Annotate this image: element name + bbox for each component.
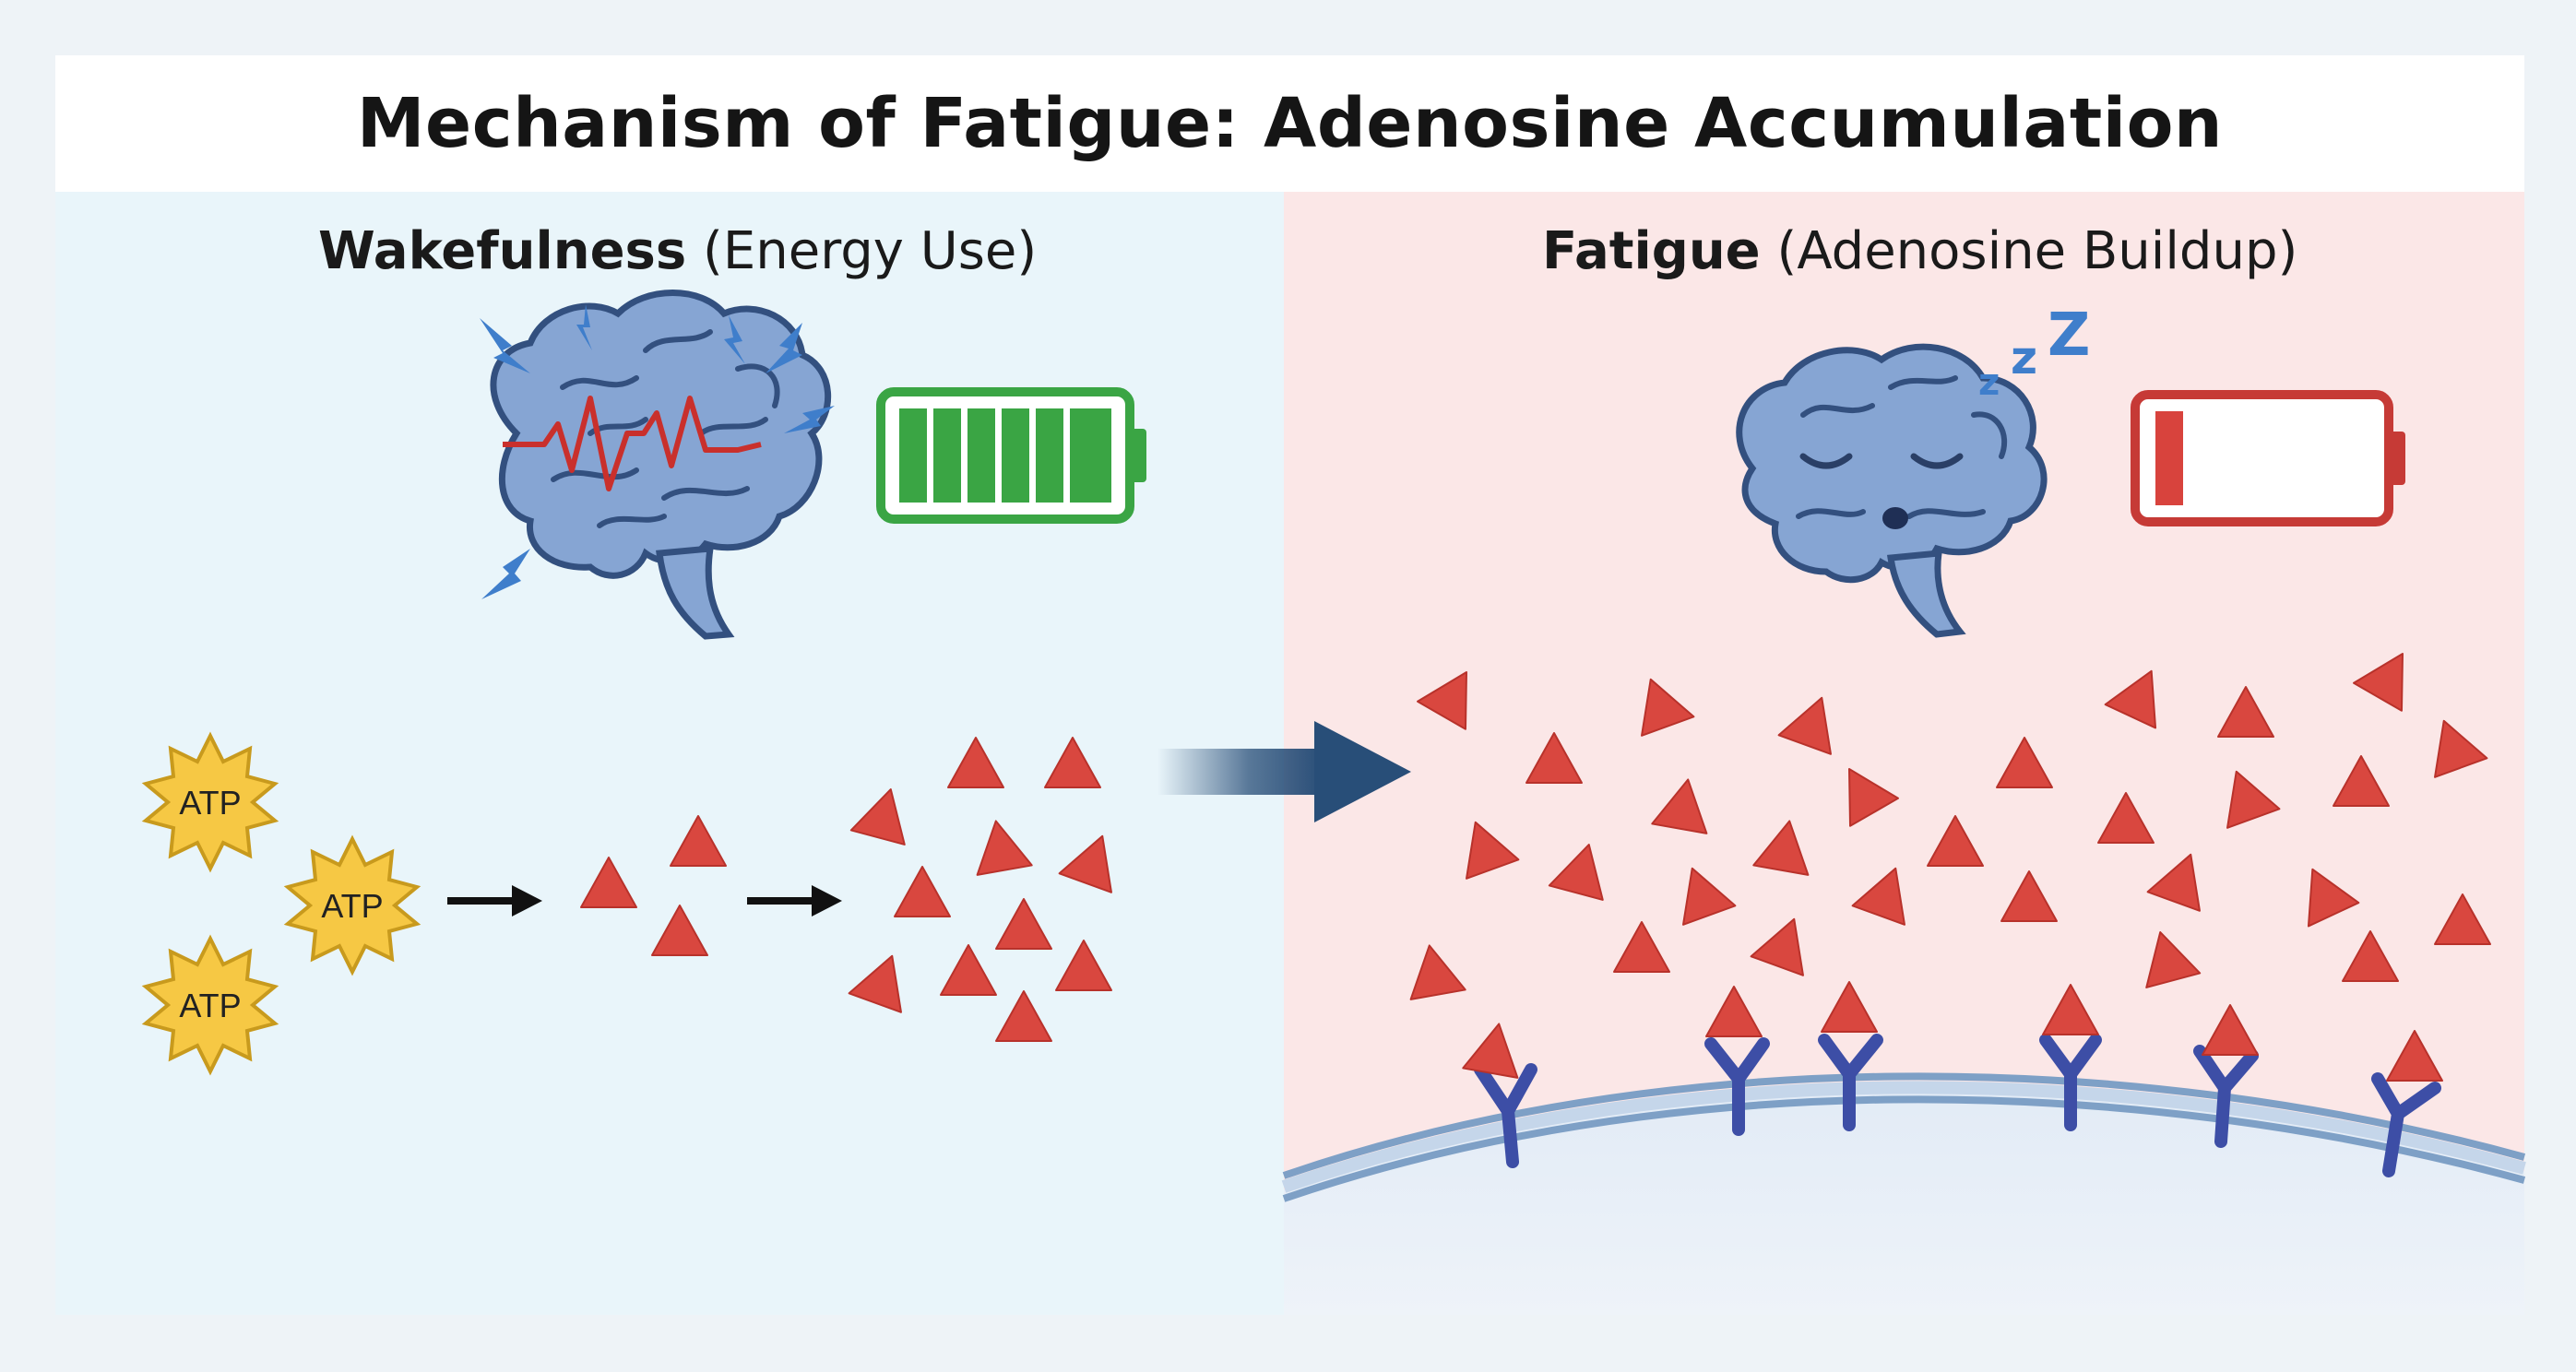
battery-low-icon <box>2131 390 2405 526</box>
receptor-icon <box>1704 1037 1770 1136</box>
cell-membrane <box>1281 1072 2526 1315</box>
adenosine-triangle-icon <box>1651 778 1708 834</box>
battery-full-icon <box>876 387 1146 524</box>
receptor-icon <box>1818 1034 1883 1131</box>
step-arrow-icon <box>747 885 842 917</box>
receptor-icon <box>2039 1034 2102 1131</box>
wakefulness-heading-rest: (Energy Use) <box>686 221 1038 281</box>
adenosine-triangle-icon <box>1548 844 1604 901</box>
adenosine-triangle-icon <box>1641 678 1695 737</box>
atp-label: ATP <box>179 987 241 1024</box>
adenosine-triangle-icon <box>1417 671 1467 730</box>
adenosine-triangle-icon <box>1055 940 1112 991</box>
receptor-icon <box>1474 1063 1537 1168</box>
adenosine-triangle-icon <box>894 866 951 917</box>
adenosine-triangle-icon <box>2386 1030 2443 1082</box>
adenosine-triangle-icon <box>1044 737 1101 788</box>
adenosine-triangle-icon <box>2434 893 2491 945</box>
adenosine-triangle-icon <box>2104 669 2157 729</box>
sleep-z-large: Z <box>2048 302 2090 370</box>
adenosine-triangle-icon <box>1682 867 1737 926</box>
step-arrow-icon <box>447 885 542 917</box>
adenosine-triangle-icon <box>995 898 1052 950</box>
atp-burst-icon: ATP <box>141 934 279 1076</box>
adenosine-triangle-icon <box>1613 921 1670 973</box>
fatigue-heading: Fatigue (Adenosine Buildup) <box>1542 221 2297 281</box>
adenosine-triangle-icon <box>1409 944 1466 1000</box>
wakefulness-heading: Wakefulness (Energy Use) <box>318 221 1037 281</box>
page-title: Mechanism of Fatigue: Adenosine Accumula… <box>356 84 2224 163</box>
adenosine-triangle-icon <box>2146 853 2201 912</box>
adenosine-triangle-icon <box>1058 834 1112 893</box>
adenosine-triangle-icon <box>1996 737 2053 788</box>
brain-sleepy-icon: z z Z <box>1736 302 2090 638</box>
fatigue-heading-rest: (Adenosine Buildup) <box>1760 221 2298 281</box>
adenosine-triangle-icon <box>1752 820 1810 876</box>
title-bar: Mechanism of Fatigue: Adenosine Accumula… <box>55 55 2524 192</box>
adenosine-triangle-icon <box>940 944 997 996</box>
adenosine-triangle-icon <box>2307 868 2360 928</box>
sleep-z-small: z <box>1978 361 2000 404</box>
atp-label: ATP <box>179 784 241 822</box>
adenosine-triangle-icon <box>995 990 1052 1042</box>
adenosine-triangle-icon <box>2342 930 2399 982</box>
adenosine-triangle-icon <box>651 905 708 956</box>
adenosine-triangle-icon <box>849 788 906 846</box>
adenosine-triangle-icon <box>1777 696 1832 755</box>
brain-active-icon <box>480 290 835 640</box>
adenosine-triangle-icon <box>1848 768 1899 827</box>
adenosine-triangle-icon <box>1525 732 1583 784</box>
atp-group: ATP ATP ATP <box>141 731 421 1076</box>
adenosine-triangle-icon <box>2226 770 2281 829</box>
adenosine-triangle-icon <box>1927 815 1984 867</box>
adenosine-triangle-icon <box>580 857 637 908</box>
adenosine-triangle-icon <box>2333 755 2390 807</box>
adenosine-triangle-icon <box>2217 686 2274 738</box>
adenosine-triangle-icon <box>2353 653 2404 712</box>
adenosine-triangle-icon <box>1821 981 1878 1033</box>
adenosine-triangle-icon <box>2202 1004 2259 1056</box>
receptor-icon <box>2193 1045 2259 1148</box>
adenosine-triangle-icon <box>1466 821 1520 880</box>
transition-arrow-icon <box>1157 721 1411 822</box>
adenosine-triangle-icon <box>848 954 902 1013</box>
adenosine-triangle-icon <box>947 737 1004 788</box>
fatigue-heading-bold: Fatigue <box>1542 221 1761 281</box>
adenosine-triangle-icon <box>2000 870 2058 922</box>
wakefulness-heading-bold: Wakefulness <box>318 221 687 281</box>
adenosine-triangle-icon <box>2145 931 2202 988</box>
sleep-z-medium: z <box>2011 331 2037 384</box>
adenosine-triangle-icon <box>976 820 1033 876</box>
adenosine-triangle-icon <box>1705 986 1763 1037</box>
adenosine-triangle-icon <box>1851 867 1905 926</box>
adenosine-molecules <box>580 653 2491 1082</box>
atp-burst-icon: ATP <box>283 834 421 976</box>
atp-burst-icon: ATP <box>141 731 279 873</box>
adenosine-triangle-icon <box>2434 719 2488 778</box>
adenosine-triangle-icon <box>1462 1023 1519 1079</box>
adenosine-triangle-icon <box>1750 917 1804 976</box>
atp-label: ATP <box>321 887 383 925</box>
adenosine-triangle-icon <box>2097 792 2155 844</box>
adenosine-triangle-icon <box>670 815 727 867</box>
receptor-icon <box>2371 1072 2441 1177</box>
adenosine-triangle-icon <box>2042 984 2099 1035</box>
